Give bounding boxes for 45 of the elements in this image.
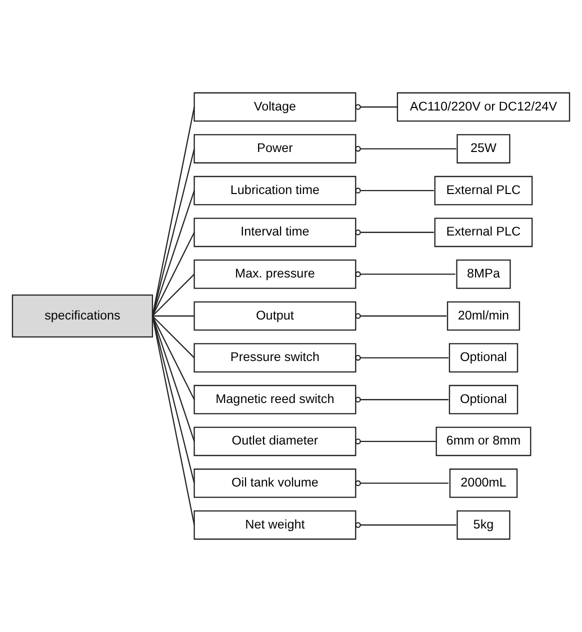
- connector: [355, 188, 434, 194]
- node-box: Oil tank volume: [194, 468, 356, 498]
- node-box: External PLC: [434, 176, 533, 206]
- node-box: specifications: [12, 294, 154, 338]
- connector: [355, 480, 448, 486]
- connector: [152, 190, 195, 316]
- node-box: Pressure switch: [194, 343, 356, 372]
- connector: [152, 316, 195, 484]
- node-box: 8MPa: [456, 260, 511, 289]
- node-box: Outlet diameter: [194, 426, 356, 456]
- connector: [355, 354, 448, 361]
- node-box: Lubrication time: [194, 176, 356, 206]
- connector: [355, 271, 456, 278]
- node-box: 6mm or 8mm: [436, 426, 532, 456]
- connector: [152, 316, 195, 442]
- node-box: Interval time: [194, 218, 356, 248]
- connector: [152, 316, 195, 526]
- connector: [355, 104, 398, 110]
- node-box: Output: [194, 301, 356, 331]
- node-box: Power: [194, 134, 356, 164]
- connector: [355, 438, 436, 444]
- connector: [355, 313, 447, 319]
- node-box: Optional: [448, 343, 518, 372]
- node-box: External PLC: [434, 218, 533, 248]
- node-box: 5kg: [456, 510, 510, 540]
- connector: [355, 229, 434, 236]
- node-box: 25W: [456, 134, 510, 164]
- node-box: AC110/220V or DC12/24V: [396, 92, 570, 122]
- connector: [152, 316, 195, 358]
- node-box: Net weight: [194, 510, 356, 540]
- connector: [152, 232, 195, 316]
- connector: [152, 316, 195, 400]
- node-box: 2000mL: [449, 468, 518, 498]
- node-box: 20ml/min: [446, 301, 520, 331]
- connector: [152, 315, 194, 317]
- node-box: Optional: [448, 384, 518, 414]
- connector: [152, 148, 195, 316]
- connector: [355, 396, 448, 403]
- connector: [355, 522, 456, 528]
- connector: [152, 274, 195, 316]
- node-box: Voltage: [194, 92, 356, 122]
- node-box: Max. pressure: [194, 260, 356, 289]
- connector: [355, 146, 456, 152]
- node-box: Magnetic reed switch: [194, 384, 356, 414]
- connector: [152, 106, 195, 316]
